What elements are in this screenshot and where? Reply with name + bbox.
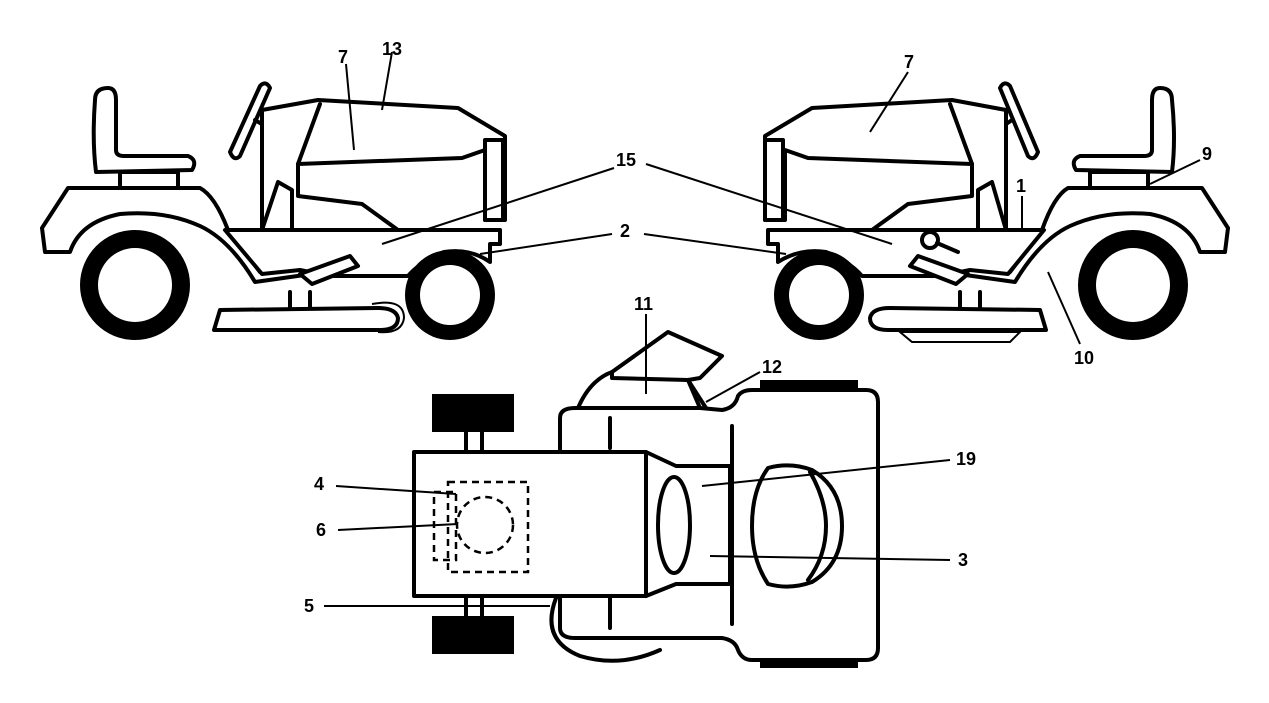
right-pedal [908, 254, 970, 286]
right-ignition-key [920, 230, 940, 250]
callout-labels: 7 13 15 2 7 9 1 10 11 12 19 4 6 3 5 [304, 39, 1212, 616]
left-seat-base [118, 170, 180, 190]
top-dashed-engine [446, 480, 530, 574]
left-rear-hub [98, 248, 172, 322]
callout-2: 2 [620, 221, 630, 241]
right-front-hub [789, 265, 849, 325]
leader-lines [324, 51, 1201, 607]
top-steering-wheel [656, 475, 692, 575]
left-seat [91, 86, 197, 174]
leader-12 [705, 371, 761, 403]
right-deck-hangers [958, 290, 982, 310]
leader-13 [381, 51, 393, 111]
leader-15-right [645, 163, 893, 245]
leader-3 [709, 555, 951, 561]
top-front-wheel-lower [432, 616, 514, 654]
top-deck-curve [549, 596, 662, 663]
callout-10: 10 [1074, 348, 1094, 368]
leader-7-left [345, 63, 355, 151]
callout-12: 12 [762, 357, 782, 377]
leader-7-right [869, 71, 909, 133]
leader-6 [337, 523, 459, 531]
leader-15-left [381, 167, 615, 245]
right-steering-wheel [998, 81, 1040, 161]
leader-2-right [643, 233, 787, 255]
right-side-view [763, 81, 1230, 343]
callout-4: 4 [314, 474, 324, 494]
right-mower-deck [868, 306, 1048, 332]
callout-13: 13 [382, 39, 402, 59]
callout-5: 5 [304, 596, 314, 616]
top-seat [750, 463, 844, 589]
left-side-view [40, 81, 507, 340]
left-grille [483, 138, 505, 222]
top-front-axle [464, 430, 484, 618]
left-deck-chute [371, 301, 406, 334]
leader-2-left [479, 233, 613, 255]
right-deck-skirt [897, 331, 1023, 343]
right-hood-edge [948, 102, 974, 166]
leader-9 [1149, 159, 1201, 185]
top-front-wheel-upper [432, 394, 514, 432]
left-mower-deck [212, 306, 400, 332]
right-key-stem [935, 241, 960, 254]
callout-19: 19 [956, 449, 976, 469]
right-rear-fender [928, 186, 1230, 284]
callout-7-left: 7 [338, 47, 348, 67]
right-rear-hub [1096, 248, 1170, 322]
top-seat-back [806, 470, 828, 582]
left-pedal [298, 254, 360, 286]
callout-7-right: 7 [904, 52, 914, 72]
left-deck-hangers [288, 290, 312, 310]
leader-4 [335, 485, 457, 495]
left-hood-edge [296, 102, 322, 166]
top-chute-edge [686, 378, 708, 410]
left-steering-wheel [228, 81, 272, 161]
left-rear-fender [40, 186, 342, 284]
leader-10 [1047, 271, 1081, 345]
right-seat-base [1088, 170, 1150, 190]
right-seat [1071, 86, 1176, 174]
callout-11: 11 [634, 294, 653, 314]
callout-9: 9 [1202, 144, 1212, 164]
left-front-hub [420, 265, 480, 325]
callout-15: 15 [616, 150, 636, 170]
leader-19 [701, 459, 951, 487]
callout-6: 6 [316, 520, 326, 540]
callout-1: 1 [1016, 176, 1026, 196]
right-hood [763, 98, 1008, 232]
right-grille [763, 138, 785, 222]
top-chute-deflector [610, 330, 724, 382]
callout-3: 3 [958, 550, 968, 570]
